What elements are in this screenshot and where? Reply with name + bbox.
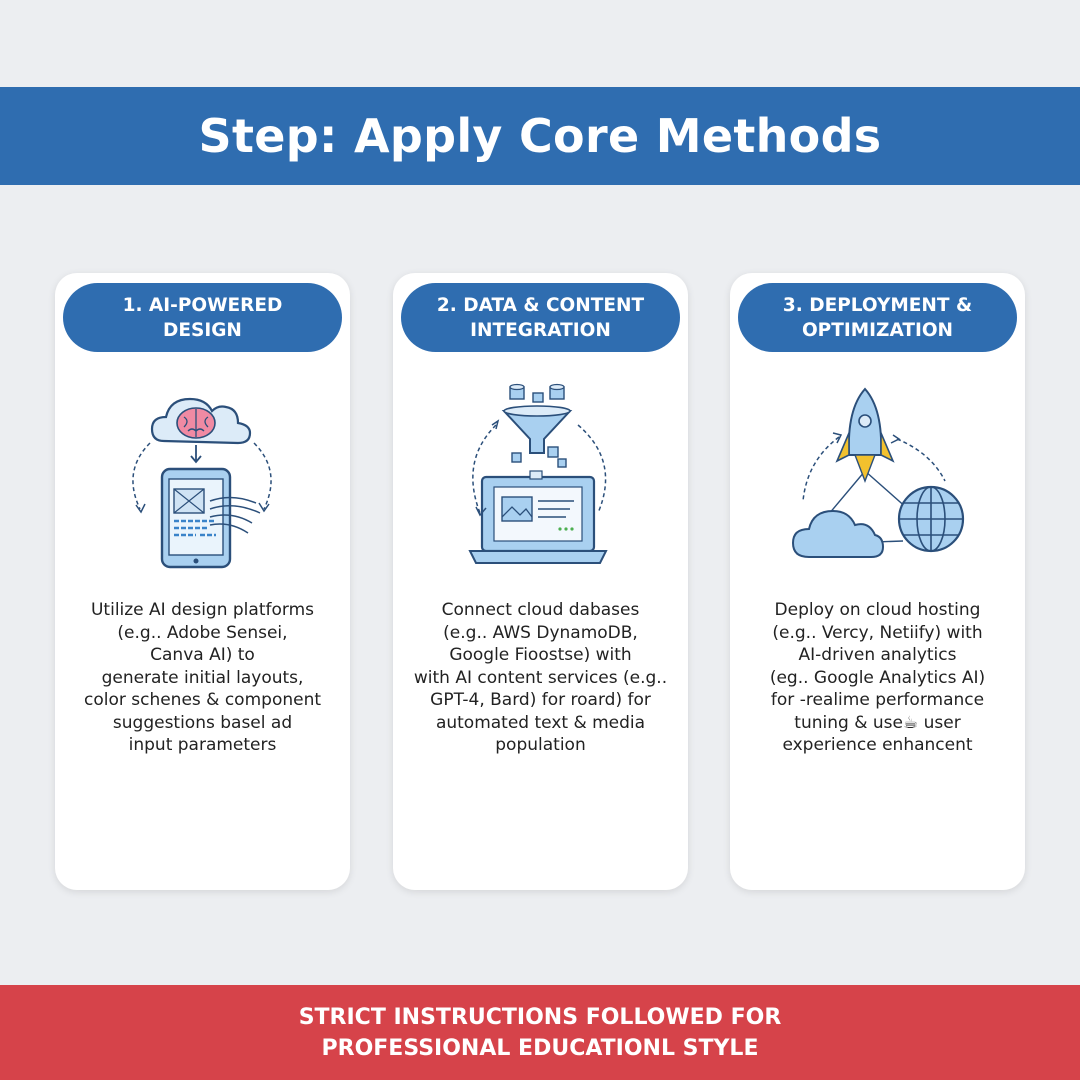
description-line: (eg.. Google Analytics AI) (769, 667, 986, 688)
step-card-description: Connect cloud dabases (e.g.. AWS DynamoD… (403, 599, 678, 757)
description-line: AI-driven analytics (798, 645, 957, 665)
step-card-title-line: 1. AI-POWERED (122, 294, 283, 316)
laptop-icon (468, 470, 608, 564)
description-line: tuning & use☕ user (794, 712, 961, 733)
description-line: Utilize AI design platforms (90, 600, 314, 620)
data-integration-illustration (468, 383, 608, 564)
ai-design-illustration (132, 397, 272, 569)
wireframe-icon (173, 488, 216, 537)
step-card-description: Utilize AI design platforms (e.g.. Adobe… (65, 599, 340, 757)
description-line: generate initial layouts, (101, 667, 304, 688)
description-line: Google Fioostse) with (449, 645, 632, 665)
description-line: Deploy on cloud hosting (774, 600, 981, 620)
description-line: GPT-4, Bard) for roard) for (430, 690, 651, 710)
description-line: (e.g.. Adobe Sensei, (117, 622, 288, 643)
deployment-illustration (791, 387, 965, 558)
step-card-title-line: INTEGRATION (470, 319, 611, 341)
description-line: Canva AI) to (150, 645, 255, 665)
description-line: for -realime performance (770, 690, 985, 710)
cycle-arrows-icon (132, 442, 272, 514)
globe-icon (897, 485, 965, 553)
funnel-icon (501, 405, 573, 454)
step-card-ai-powered-design: 1. AI-POWERED DESIGN U (55, 273, 350, 890)
description-line: automated text & media (435, 712, 646, 733)
step-card-title-line: DESIGN (163, 319, 242, 341)
description-line: population (495, 735, 586, 755)
description-line: suggestions basel ad (112, 712, 293, 733)
description-line: (e.g.. Vercy, Netiify) with (772, 622, 983, 643)
step-card-title: 1. AI-POWERED DESIGN (63, 283, 342, 352)
footer-line: STRICT INSTRUCTIONS FOLLOWED FOR (298, 1004, 782, 1030)
step-card-description: Deploy on cloud hosting (e.g.. Vercy, Ne… (740, 599, 1015, 757)
step-card-title-line: 2. DATA & CONTENT (436, 294, 645, 316)
description-line: color schenes & component (83, 690, 322, 710)
description-line: Connect cloud dabases (441, 600, 640, 620)
cloud-icon (791, 509, 885, 558)
rocket-icon (835, 387, 895, 483)
footer-line: PROFESSIONAL EDUCATIONL STYLE (321, 1035, 759, 1061)
step-card-title-line: OPTIMIZATION (801, 319, 954, 341)
cycle-arrows-icon (802, 432, 946, 502)
tablet-icon (160, 467, 232, 569)
description-line: (e.g.. AWS DynamoDB, (443, 622, 638, 643)
brain-icon (176, 407, 216, 439)
description-line: experience enhancent (782, 735, 973, 755)
cycle-arrows-icon (472, 419, 607, 517)
title-banner: Step: Apply Core Methods (0, 87, 1080, 185)
step-card-data-content-integration: 2. DATA & CONTENT INTEGRATION (393, 273, 688, 890)
step-card-deployment-optimization: 3. DEPLOYMENT & OPTIMIZATION Deploy o (730, 273, 1025, 890)
description-line: input parameters (128, 735, 277, 755)
step-card-title-line: 3. DEPLOYMENT & (782, 294, 973, 316)
description-line: with AI content services (e.g.. (413, 667, 668, 688)
footer-banner: STRICT INSTRUCTIONS FOLLOWED FOR PROFESS… (0, 985, 1080, 1080)
page-title: Step: Apply Core Methods (198, 109, 882, 163)
step-card-title: 2. DATA & CONTENT INTEGRATION (401, 283, 680, 352)
database-icon (509, 383, 567, 468)
step-card-title: 3. DEPLOYMENT & OPTIMIZATION (738, 283, 1017, 352)
